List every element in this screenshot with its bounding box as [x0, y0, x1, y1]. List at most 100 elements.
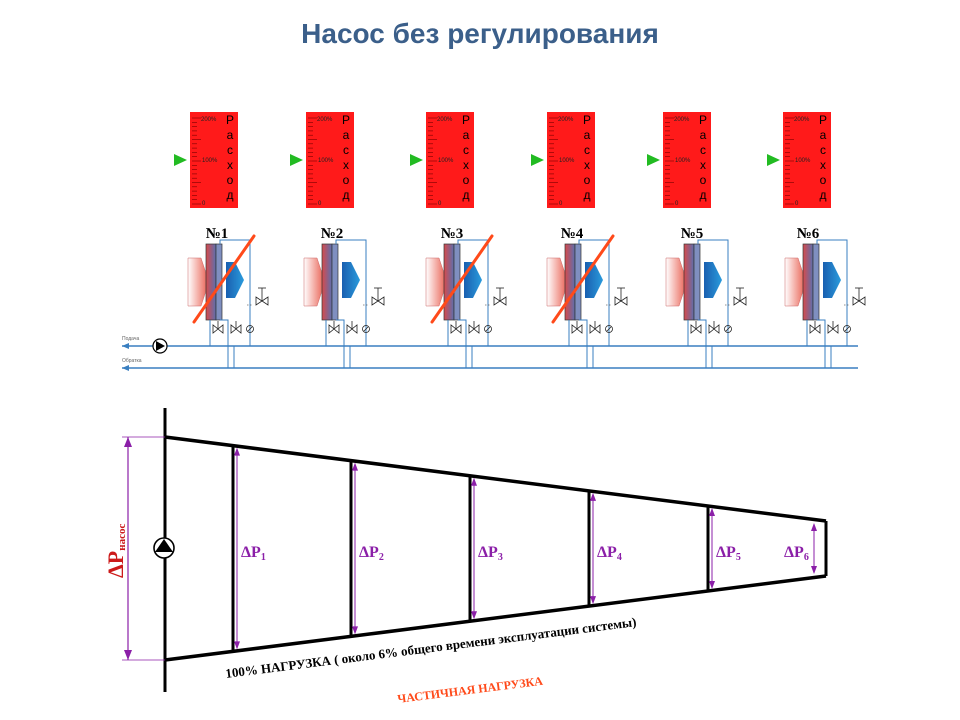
gauge-word-letter: д: [342, 188, 349, 202]
heat-exchanger: [546, 239, 610, 368]
dp-label-sub: 5: [736, 552, 741, 563]
gauge-word-letter: о: [463, 173, 470, 187]
gauge-word-letter: с: [700, 143, 706, 157]
dp-pump-dimension: [122, 436, 165, 661]
gauge-word-letter: х: [584, 158, 590, 172]
dp-label-main: ΔP: [478, 544, 498, 561]
gauge-tick-top: 200%: [674, 117, 690, 123]
gauge-tick-bottom: 0: [675, 201, 679, 207]
gauge-word-letter: Р: [342, 113, 350, 127]
circulation-pump-icon: [152, 338, 168, 354]
heat-exchanger: [303, 239, 367, 368]
gauge-word-letter: д: [226, 188, 233, 202]
valve-group-icon: [328, 287, 385, 334]
dp-label: ΔP1: [241, 544, 266, 563]
dp-label-sub: 2: [379, 552, 384, 563]
flow-marker-icon: [647, 154, 660, 166]
gauge-word-letter: о: [227, 173, 234, 187]
gauge-word-letter: Р: [583, 113, 591, 127]
gauge-word-letter: о: [820, 173, 827, 187]
gauge-word-letter: а: [227, 128, 234, 142]
gauge-word-letter: о: [700, 173, 707, 187]
heat-exchanger: [665, 239, 729, 368]
gauge-tick-mid: 100%: [318, 158, 334, 164]
gauge-word-letter: х: [700, 158, 706, 172]
flow-marker-icon: [290, 154, 303, 166]
units-layer: 200%100%0Расход№1200%100%0Расход№2200%10…: [174, 112, 866, 368]
dp-label-sub: 3: [498, 552, 503, 563]
dp-label-main: ΔP: [359, 544, 379, 561]
gauge-word-letter: Р: [699, 113, 707, 127]
dp-label-main: ΔP: [716, 544, 736, 561]
dp-label-main: ΔP: [241, 544, 261, 561]
dp-label: ΔP2: [359, 544, 384, 563]
gauge-word-letter: х: [463, 158, 469, 172]
dp-dimension-6: ΔP6: [784, 523, 817, 574]
gauge-word-letter: а: [700, 128, 707, 142]
dp-dimension-2: ΔP2: [349, 460, 384, 637]
gauge-word-letter: с: [343, 143, 349, 157]
valve-group-icon: [450, 287, 507, 334]
full-load-label: 100% НАГРУЗКА ( около 6% общего времени …: [224, 614, 637, 681]
flow-marker-icon: [531, 154, 544, 166]
gauge-word-letter: д: [583, 188, 590, 202]
gauge-tick-top: 200%: [794, 117, 810, 123]
gauge-tick-mid: 100%: [675, 158, 691, 164]
dp-label-main: ΔP: [784, 544, 804, 561]
bottom-pressure-line: [164, 574, 827, 662]
unit-label: №4: [561, 226, 584, 242]
return-arrow-icon: [122, 365, 129, 371]
gauge-word-letter: с: [584, 143, 590, 157]
gauge-word-letter: а: [820, 128, 827, 142]
dp-pump-label: ΔPнасос: [103, 524, 128, 578]
unit-label: №3: [441, 226, 464, 242]
gauge-tick-top: 200%: [437, 117, 453, 123]
pipes-layer: Подача Обратка: [122, 336, 858, 371]
supply-arrow-icon: [122, 343, 129, 349]
gauge-tick-top: 200%: [558, 117, 574, 123]
gauge-tick-bottom: 0: [559, 201, 563, 207]
valve-group-icon: [571, 287, 628, 334]
gauge-tick-mid: 100%: [202, 158, 218, 164]
gauge-tick-bottom: 0: [795, 201, 799, 207]
gauge-word-letter: Р: [819, 113, 827, 127]
flow-marker-icon: [767, 154, 780, 166]
flow-marker-icon: [410, 154, 423, 166]
dp-label: ΔP4: [597, 544, 622, 563]
valve-group-icon: [809, 287, 866, 334]
dp-label: ΔP6: [784, 544, 809, 563]
gauge-tick-bottom: 0: [202, 201, 206, 207]
gauge-tick-mid: 100%: [438, 158, 454, 164]
unit-label: №6: [797, 226, 820, 242]
gauge-word-letter: о: [343, 173, 350, 187]
partial-load-label: ЧАСТИЧНАЯ НАГРУЗКА: [397, 674, 544, 706]
dp-dimension-4: ΔP4: [587, 490, 622, 607]
gauge-tick-top: 200%: [201, 117, 217, 123]
gauge-word-letter: х: [820, 158, 826, 172]
disabled-cross-mark: [192, 234, 256, 324]
dp-dimension-3: ΔP3: [468, 475, 503, 622]
gauge-word-letter: Р: [226, 113, 234, 127]
gauge-word-letter: Р: [462, 113, 470, 127]
gauge-word-letter: с: [227, 143, 233, 157]
dp-label-sub: 6: [804, 552, 809, 563]
dp-dimension-1: ΔP1: [231, 445, 266, 652]
svg-text:ΔPнасос: ΔPнасос: [103, 524, 128, 578]
valve-group-icon: [212, 287, 269, 334]
return-pipe-label: Обратка: [122, 358, 142, 364]
disabled-cross-mark: [430, 234, 494, 324]
gauge-word-letter: а: [463, 128, 470, 142]
dp-pump-sub: насос: [116, 524, 128, 551]
dp-pump-main: ΔP: [103, 551, 128, 578]
page-title: Насос без регулирования: [301, 18, 659, 49]
flow-marker-icon: [174, 154, 187, 166]
unit-label: №5: [681, 226, 704, 242]
